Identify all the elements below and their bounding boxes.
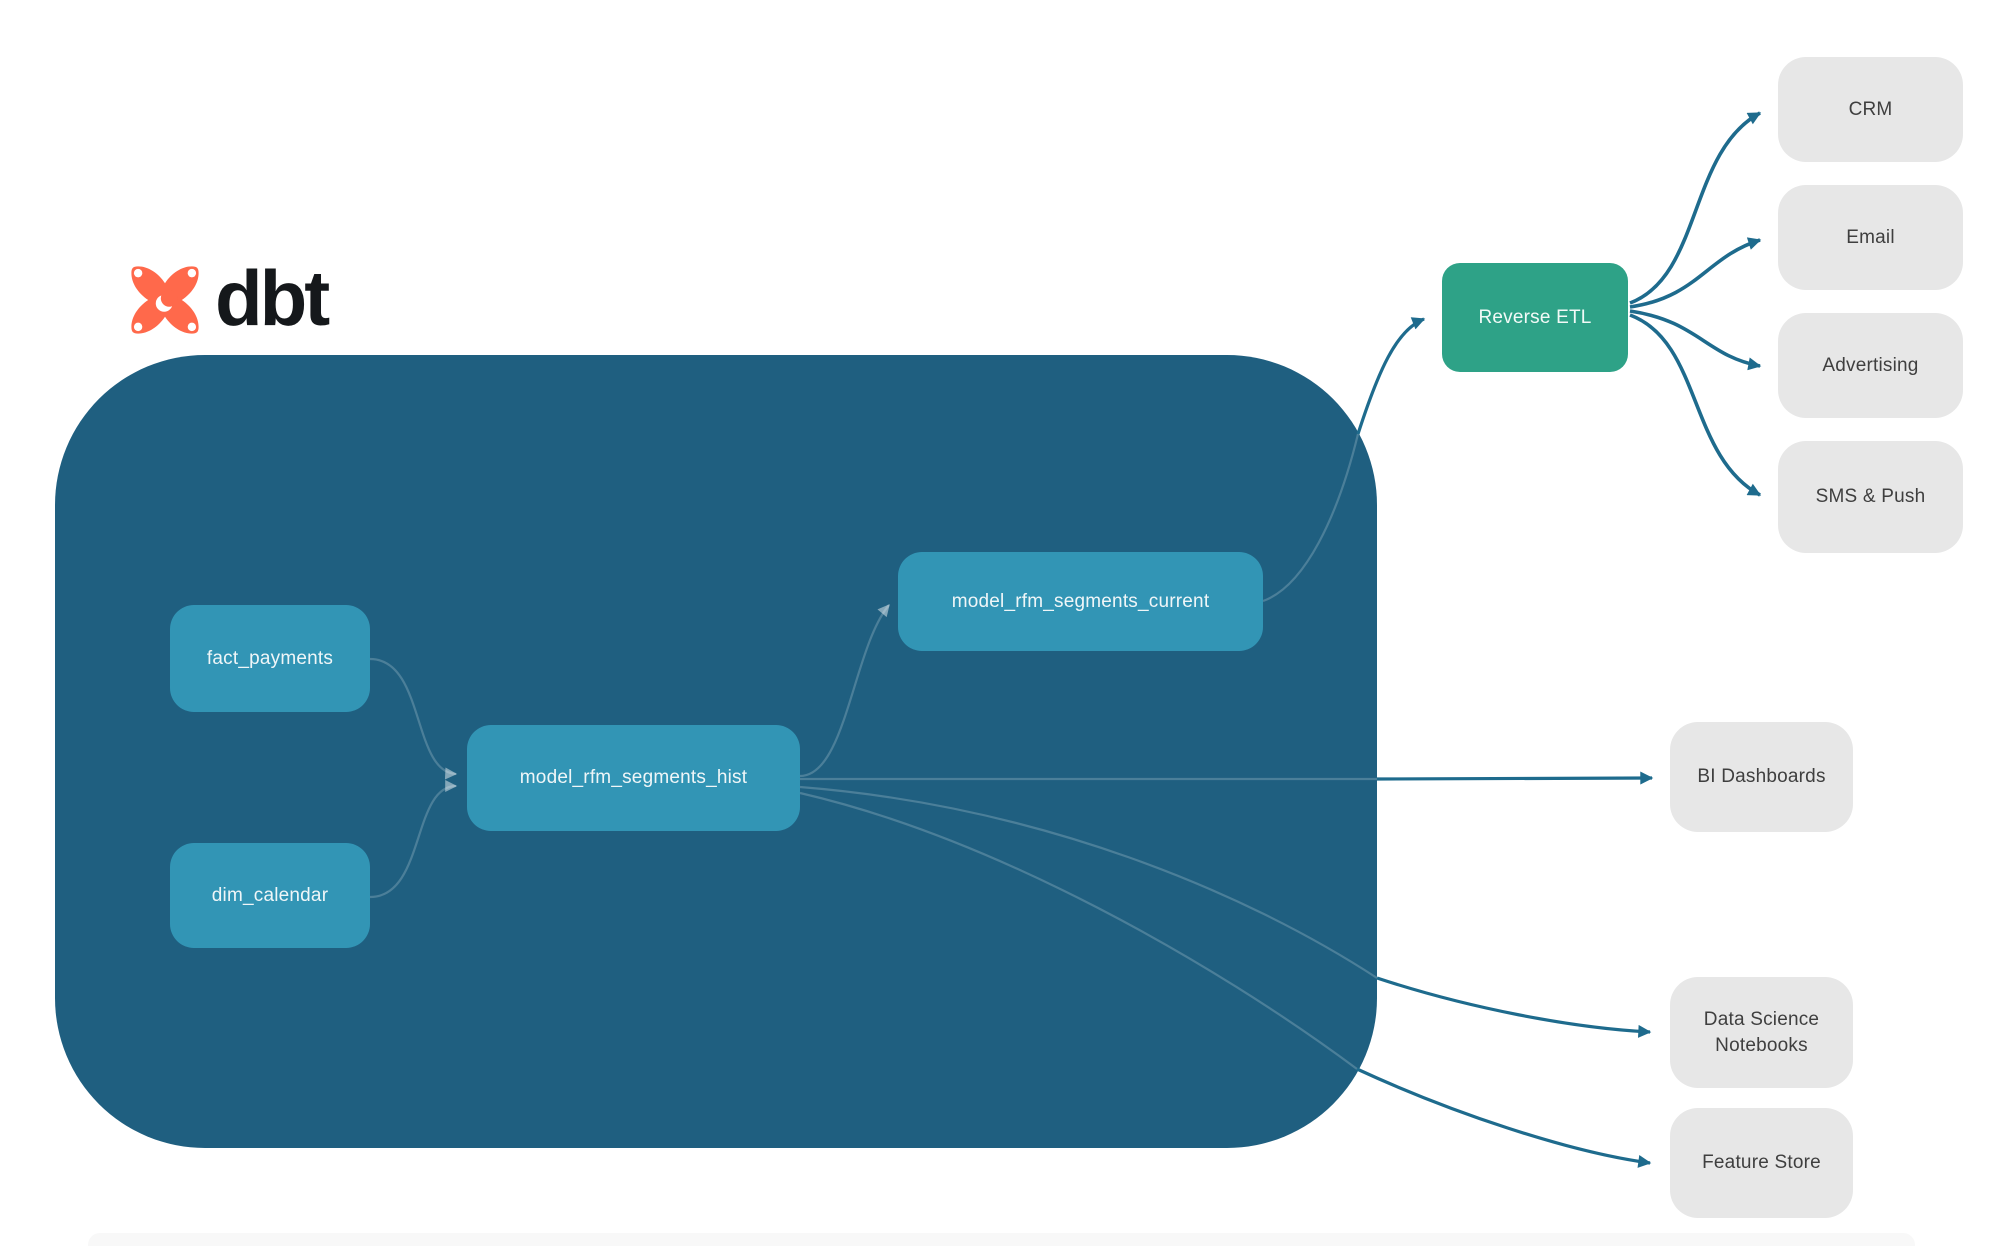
node-label: Data Science Notebooks [1703,1008,1820,1056]
node-label: SMS & Push [1815,486,1926,508]
node-label: Email [1846,226,1895,248]
edge-to-data-science-notebooks [1376,976,1652,1038]
edge-reverse-etl-to-email [1629,237,1762,309]
node-model-rfm-segments-hist: model_rfm_segments_hist [467,725,800,831]
node-sms-push: SMS & Push [1778,441,1963,553]
node-model-rfm-segments-current: model_rfm_segments_current [898,552,1263,651]
node-fact-payments: fact_payments [170,605,370,712]
dbt-logo-icon [131,266,199,334]
dbt-logo: dbt [123,254,330,344]
node-advertising: Advertising [1778,313,1963,418]
node-dim-calendar: dim_calendar [170,843,370,948]
node-email: Email [1778,185,1963,290]
edge-to-feature-store [1356,1067,1652,1168]
node-label: model_rfm_segments_hist [519,767,748,789]
node-label: BI Dashboards [1697,766,1826,788]
node-label: CRM [1848,98,1893,120]
edge-to-bi-dashboards [1376,771,1654,785]
node-label: Reverse ETL [1478,306,1592,328]
node-label: Advertising [1822,354,1919,376]
node-crm: CRM [1778,57,1963,162]
page-bottom-edge [88,1233,1915,1246]
node-data-science-notebooks: Data Science Notebooks [1670,977,1853,1088]
dbt-logo-text: dbt [215,254,330,342]
node-reverse-etl: Reverse ETL [1442,263,1628,372]
node-label: Feature Store [1702,1152,1821,1174]
node-label: dim_calendar [211,884,329,906]
node-bi-dashboards: BI Dashboards [1670,722,1853,832]
node-label: fact_payments [206,647,334,669]
node-feature-store: Feature Store [1670,1108,1853,1218]
edge-reverse-etl-to-crm [1629,111,1762,305]
edge-reverse-etl-to-advertising [1629,309,1762,371]
node-label: model_rfm_segments_current [951,590,1210,612]
edge-reverse-etl-to-sms-push [1629,313,1762,497]
edge-to-reverse-etl [1356,317,1426,435]
